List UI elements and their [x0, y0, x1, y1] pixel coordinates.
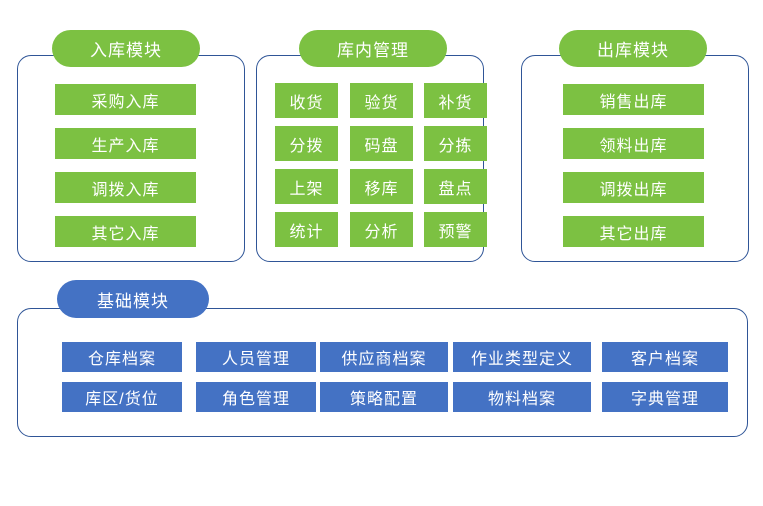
panel-header-basic[interactable]: 基础模块	[57, 280, 209, 318]
chip-basic-4[interactable]: 客户档案	[602, 342, 728, 372]
chip-in-warehouse-6[interactable]: 上架	[275, 169, 338, 204]
chip-basic-6[interactable]: 角色管理	[196, 382, 316, 412]
chip-in-warehouse-8[interactable]: 盘点	[424, 169, 487, 204]
chip-in-warehouse-2[interactable]: 补货	[424, 83, 487, 118]
panel-header-in-warehouse[interactable]: 库内管理	[299, 30, 447, 67]
panel-basic	[17, 308, 748, 437]
chip-in-warehouse-5[interactable]: 分拣	[424, 126, 487, 161]
chip-inbound-2[interactable]: 调拨入库	[55, 172, 196, 203]
chip-basic-5[interactable]: 库区/货位	[62, 382, 182, 412]
chip-outbound-3[interactable]: 其它出库	[563, 216, 704, 247]
chip-in-warehouse-0[interactable]: 收货	[275, 83, 338, 118]
chip-outbound-0[interactable]: 销售出库	[563, 84, 704, 115]
chip-in-warehouse-1[interactable]: 验货	[350, 83, 413, 118]
chip-inbound-0[interactable]: 采购入库	[55, 84, 196, 115]
chip-in-warehouse-4[interactable]: 码盘	[350, 126, 413, 161]
chip-inbound-3[interactable]: 其它入库	[55, 216, 196, 247]
chip-in-warehouse-7[interactable]: 移库	[350, 169, 413, 204]
panel-header-outbound[interactable]: 出库模块	[559, 30, 707, 67]
chip-in-warehouse-11[interactable]: 预警	[424, 212, 487, 247]
chip-basic-7[interactable]: 策略配置	[320, 382, 448, 412]
chip-basic-3[interactable]: 作业类型定义	[453, 342, 591, 372]
chip-in-warehouse-10[interactable]: 分析	[350, 212, 413, 247]
chip-basic-2[interactable]: 供应商档案	[320, 342, 448, 372]
chip-in-warehouse-3[interactable]: 分拨	[275, 126, 338, 161]
chip-outbound-2[interactable]: 调拨出库	[563, 172, 704, 203]
chip-in-warehouse-9[interactable]: 统计	[275, 212, 338, 247]
chip-basic-1[interactable]: 人员管理	[196, 342, 316, 372]
chip-outbound-1[interactable]: 领料出库	[563, 128, 704, 159]
chip-basic-8[interactable]: 物料档案	[453, 382, 591, 412]
chip-basic-9[interactable]: 字典管理	[602, 382, 728, 412]
chip-basic-0[interactable]: 仓库档案	[62, 342, 182, 372]
panel-header-inbound[interactable]: 入库模块	[52, 30, 200, 67]
chip-inbound-1[interactable]: 生产入库	[55, 128, 196, 159]
